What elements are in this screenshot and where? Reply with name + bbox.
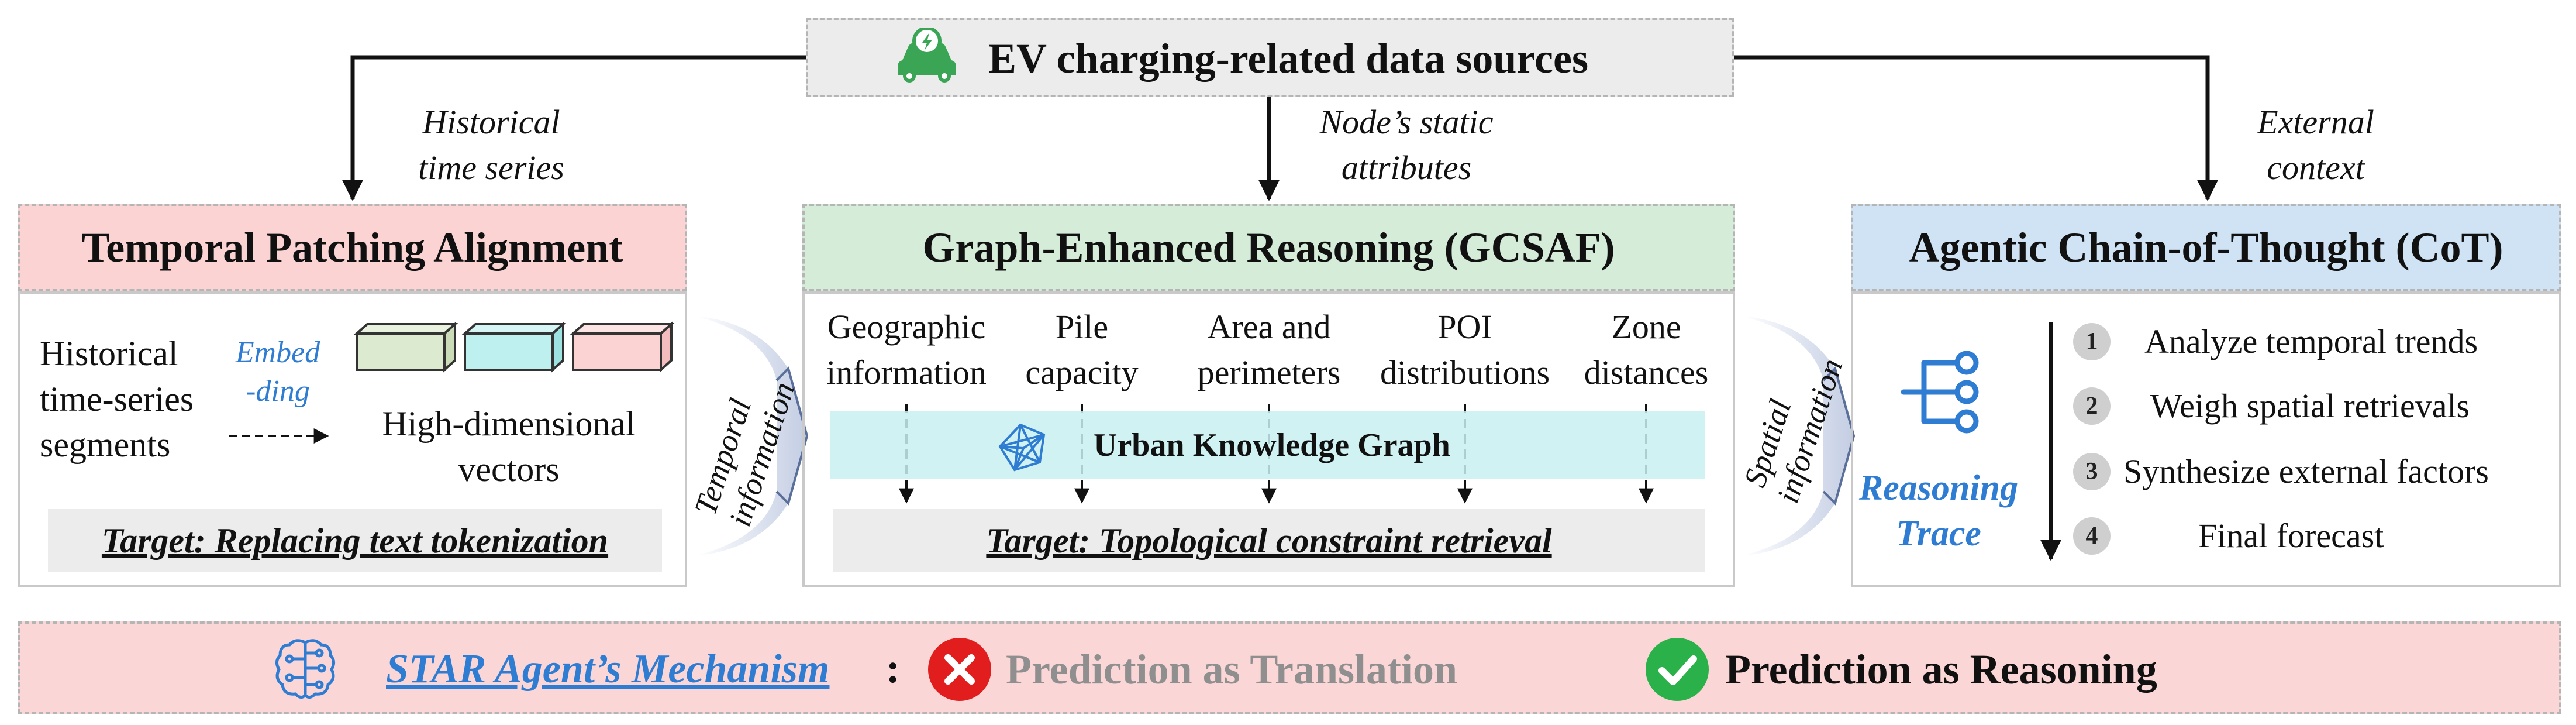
graph-header: Graph-Enhanced Reasoning (GCSAF) — [802, 204, 1735, 291]
cot-step-1: 1 Analyze temporal trends — [2073, 322, 2478, 361]
step-text-3: Synthesize external factors — [2123, 452, 2489, 490]
knowledge-graph-label: Urban Knowledge Graph — [1094, 427, 1450, 463]
reasoning-trace-label: Reasoning Trace — [1858, 468, 2019, 554]
new-paradigm-label: Prediction as Reasoning — [1725, 646, 2157, 693]
cot-header: Agentic Chain-of-Thought (CoT) — [1851, 204, 2561, 291]
vector-block-green — [353, 321, 458, 373]
cot-panel — [1851, 291, 2561, 587]
cot-header-title: Agentic Chain-of-Thought (CoT) — [1909, 224, 2503, 271]
vector-blocks — [353, 321, 675, 373]
cot-step-2: 2 Weigh spatial retrievals — [2073, 386, 2470, 425]
temporal-panel — [18, 291, 687, 587]
mechanism-title: STAR Agent’s Mechanism — [386, 647, 830, 692]
mechanism-banner — [18, 621, 2561, 714]
vector-block-pink — [570, 321, 675, 373]
embedding-label: Embed -ding — [235, 336, 320, 408]
temporal-header-title: Temporal Patching Alignment — [81, 224, 623, 271]
temporal-information-connector — [695, 316, 809, 556]
cot-step-4: 4 Final forecast — [2073, 516, 2384, 555]
ev-car-icon — [898, 28, 956, 83]
temporal-header: Temporal Patching Alignment — [18, 204, 687, 291]
temporal-target-bar: Target: Replacing text tokenization — [48, 509, 662, 572]
brain-circuit-icon — [275, 639, 335, 699]
step-number-4: 4 — [2073, 517, 2111, 555]
hierarchy-icon — [1901, 351, 1979, 434]
old-paradigm-label: Prediction as Translation — [1006, 646, 1458, 693]
temporal-target: Target: Replacing text tokenization — [101, 521, 609, 560]
step-text-4: Final forecast — [2198, 517, 2384, 555]
network-icon — [998, 423, 1046, 472]
graph-target-bar: Target: Topological constraint retrieval — [833, 509, 1705, 572]
step-text-2: Weigh spatial retrievals — [2150, 387, 2470, 425]
temporal-output-text: High-dimensional vectors — [382, 404, 636, 489]
arrow-to-cot — [1734, 55, 2218, 201]
spatial-information-connector — [1742, 316, 1856, 556]
step-text-1: Analyze temporal trends — [2144, 322, 2478, 360]
knowledge-graph-band — [830, 411, 1705, 479]
step-number-1: 1 — [2073, 322, 2111, 360]
arrow-to-temporal — [342, 55, 806, 201]
step-number-3: 3 — [2073, 452, 2111, 490]
graph-header-title: Graph-Enhanced Reasoning (GCSAF) — [922, 224, 1615, 271]
vector-block-cyan — [461, 321, 567, 373]
data-sources-title: EV charging-related data sources — [988, 35, 1588, 82]
mechanism-colon: : — [886, 645, 900, 692]
data-sources-box — [806, 18, 1734, 97]
step-number-2: 2 — [2073, 387, 2111, 425]
cross-icon — [928, 638, 991, 701]
cot-step-3: 3 Synthesize external factors — [2073, 452, 2489, 491]
temporal-input-text: Historical time-series segments — [40, 334, 194, 464]
graph-panel — [802, 291, 1735, 587]
graph-target: Target: Topological constraint retrieval — [986, 521, 1552, 560]
check-icon — [1646, 638, 1709, 701]
